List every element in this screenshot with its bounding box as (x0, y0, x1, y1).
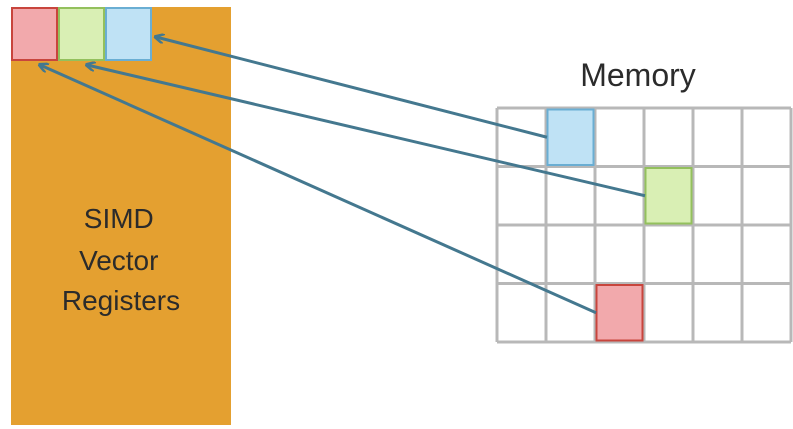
register-slot-green-element (58, 7, 105, 61)
memory-grid (495, 106, 793, 344)
vector-register-block (11, 7, 231, 425)
register-label-line-3: Registers (62, 285, 180, 316)
memory-cell-red-element (595, 284, 644, 342)
register-label-line-2: Vector (79, 245, 158, 276)
register-label: SIMD Vector Registers (62, 203, 180, 316)
arrow-green-element (87, 65, 646, 198)
memory-title: Memory (580, 57, 696, 93)
arrow-red-element (40, 65, 597, 315)
register-label-line-1: SIMD (84, 203, 154, 234)
memory-highlighted-cells (546, 108, 693, 342)
memory-cell-blue-element (546, 108, 595, 166)
memory-cell-green-element (644, 167, 693, 225)
gather-arrows (40, 37, 646, 315)
register-slot-blue-element (105, 7, 152, 61)
register-slots (11, 7, 152, 61)
arrow-blue-element (156, 37, 548, 139)
register-slot-red-element (11, 7, 58, 61)
